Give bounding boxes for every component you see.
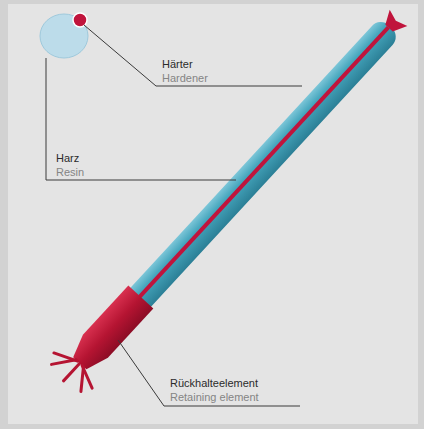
part-name-translation: Retaining element [170, 391, 259, 404]
part-name-translation: Hardener [162, 72, 208, 85]
part-name: Rückhalteelement [170, 377, 258, 390]
leader-lines [46, 25, 302, 406]
resin-capsule [44, 0, 417, 398]
part-name: Harz [56, 152, 79, 165]
part-name: Härter [162, 58, 193, 71]
part-name-translation: Resin [56, 166, 84, 179]
cross-section [40, 13, 88, 58]
